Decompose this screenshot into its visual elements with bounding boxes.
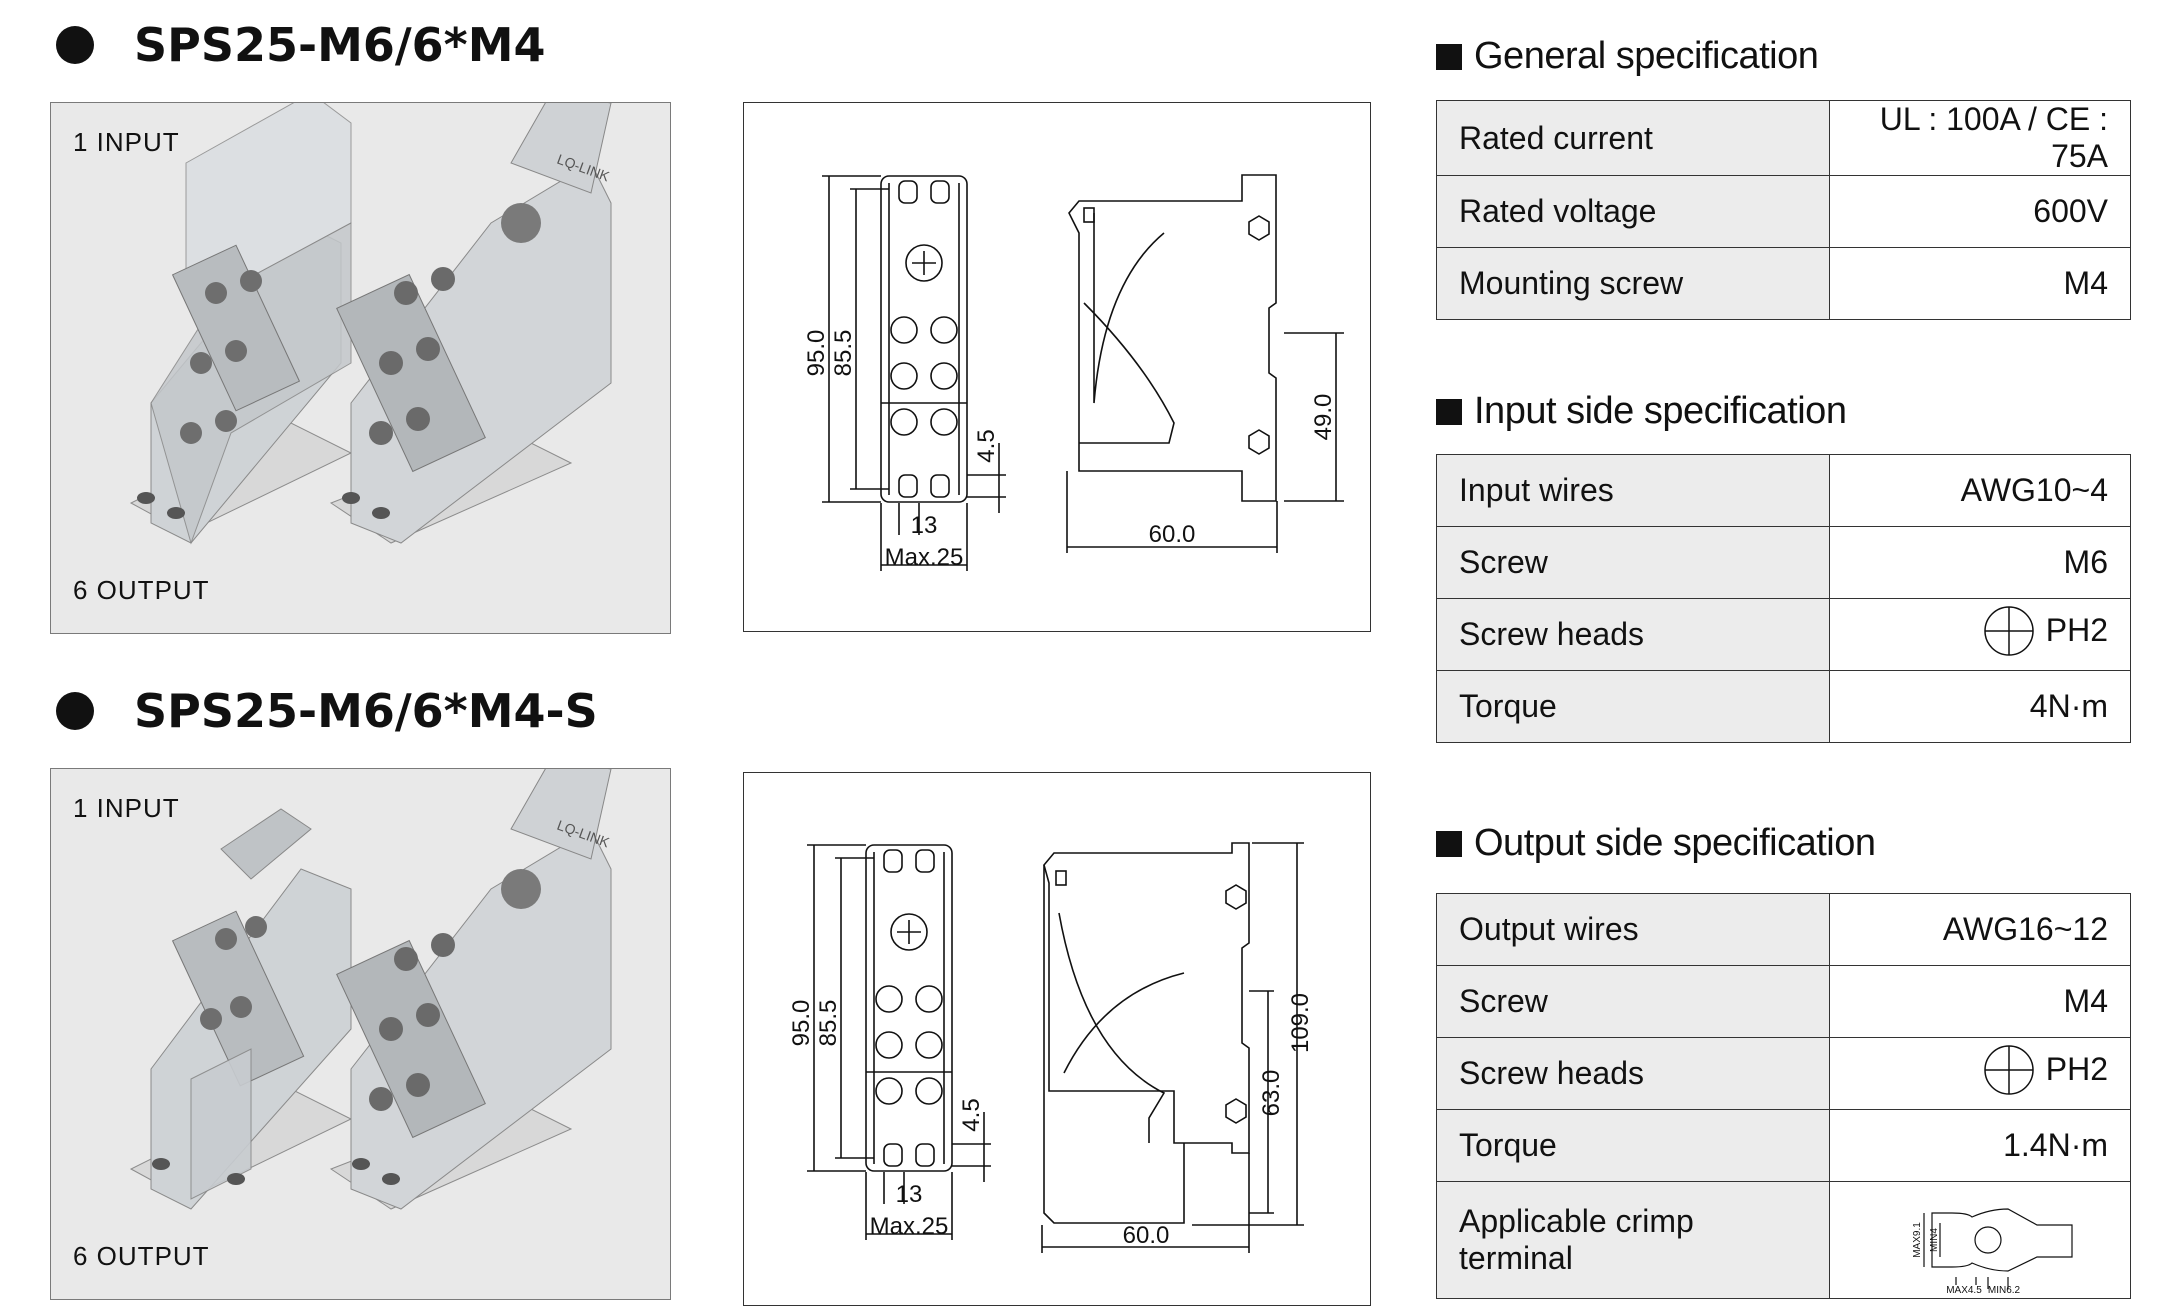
input-label: 1 INPUT <box>73 127 180 157</box>
section-title: Input side specification <box>1474 390 1847 432</box>
spec-value: M4 <box>1829 965 2131 1038</box>
dim-label: 85.5 <box>830 330 857 377</box>
dimension-drawing-2: 95.0 85.5 4.5 13 Max.25 109.0 63.0 60.0 <box>743 772 1371 1306</box>
dim-label: 13 <box>911 512 938 539</box>
terminal-block-photo-illustration: LQ-LINK <box>129 103 612 545</box>
terminal-dim: MAX4.5 <box>1946 1285 1982 1295</box>
spec-label: Screw heads <box>1436 1037 1830 1110</box>
product-title-1: SPS25-M6/6*M4 <box>56 18 546 72</box>
phillips-cross-icon <box>1984 605 2034 656</box>
dim-label: 95.0 <box>788 1000 815 1047</box>
table-row: Torque 4N·m <box>1436 670 2131 743</box>
dim-label: Max.25 <box>870 1213 949 1240</box>
table-row: Screw M6 <box>1436 526 2131 599</box>
spec-value: M4 <box>1829 247 2131 320</box>
output-label: 6 OUTPUT <box>73 575 210 605</box>
spec-value: 1.4N·m <box>1829 1109 2131 1182</box>
dim-label: 85.5 <box>815 1000 842 1047</box>
spec-label: Input wires <box>1436 454 1830 527</box>
output-spec-heading: Output side specification <box>1436 822 1876 865</box>
product-title-text: SPS25-M6/6*M4 <box>134 18 546 72</box>
product-title-2: SPS25-M6/6*M4-S <box>56 684 598 738</box>
dim-label: 63.0 <box>1258 1070 1285 1117</box>
dim-label: 60.0 <box>1123 1222 1170 1249</box>
terminal-dim: MIN6.2 <box>1988 1285 2021 1295</box>
table-row: Screw heads PH2 <box>1436 1037 2131 1110</box>
product-photo-1: LQ-LINK 1 INPUT 6 OUTPUT <box>50 102 671 634</box>
technical-drawing: 95.0 85.5 4.5 13 Max.25 109.0 63.0 60.0 <box>788 842 1314 1253</box>
bullet-icon <box>56 26 94 64</box>
spec-value: 600V <box>1829 175 2131 248</box>
bullet-icon <box>56 692 94 730</box>
dim-label: 49.0 <box>1310 394 1337 441</box>
spec-value-cell: PH2 <box>1829 598 2131 671</box>
spec-value: PH2 <box>2045 1051 2108 1087</box>
spec-value: UL : 100A / CE : 75A <box>1829 100 2131 176</box>
phillips-cross-icon <box>1984 1044 2034 1095</box>
square-bullet-icon <box>1436 398 1462 425</box>
spec-label: Screw <box>1436 965 1830 1038</box>
spec-label: Mounting screw <box>1436 247 1830 320</box>
product-photo-2: LQ-LINK 1 INPUT 6 OUTPUT <box>50 768 671 1300</box>
table-row: Rated voltage 600V <box>1436 175 2131 248</box>
table-row: Torque 1.4N·m <box>1436 1109 2131 1182</box>
table-row: Output wires AWG16~12 <box>1436 893 2131 966</box>
spec-value: M6 <box>1829 526 2131 599</box>
table-row: Rated current UL : 100A / CE : 75A <box>1436 100 2131 176</box>
spec-label: Output wires <box>1436 893 1830 966</box>
square-bullet-icon <box>1436 830 1462 857</box>
spec-label: Applicable crimp terminal <box>1436 1181 1830 1299</box>
spec-label: Rated voltage <box>1436 175 1830 248</box>
terminal-block-photo-illustration: LQ-LINK <box>129 769 612 1210</box>
output-spec-table: Output wires AWG16~12 Screw M4 Screw hea… <box>1436 893 2131 1299</box>
dim-label: 4.5 <box>973 429 1000 462</box>
general-spec-heading: General specification <box>1436 35 1819 78</box>
output-label: 6 OUTPUT <box>73 1241 210 1271</box>
dim-label: 95.0 <box>803 330 830 377</box>
product-title-text: SPS25-M6/6*M4-S <box>134 684 598 738</box>
input-spec-heading: Input side specification <box>1436 390 1847 433</box>
general-spec-table: Rated current UL : 100A / CE : 75A Rated… <box>1436 100 2131 320</box>
spec-value: 4N·m <box>1829 670 2131 743</box>
dim-label: 109.0 <box>1287 993 1314 1053</box>
spec-value: PH2 <box>2045 612 2108 648</box>
spec-value: AWG10~4 <box>1829 454 2131 527</box>
dim-label: Max.25 <box>885 544 964 571</box>
square-bullet-icon <box>1436 43 1462 70</box>
spec-value: AWG16~12 <box>1829 893 2131 966</box>
spec-value-cell: PH2 <box>1829 1037 2131 1110</box>
dim-label: 13 <box>896 1181 923 1208</box>
section-title: Output side specification <box>1474 822 1876 864</box>
dimension-drawing-1: 95.0 85.5 4.5 13 Max.25 49.0 60.0 <box>743 102 1371 632</box>
section-title: General specification <box>1474 35 1819 77</box>
spec-label: Screw heads <box>1436 598 1830 671</box>
table-row: Screw heads PH2 <box>1436 598 2131 671</box>
spec-value-cell: MAX9.1 MIN4 MAX4.5 MIN6.2 <box>1829 1181 2131 1299</box>
input-label: 1 INPUT <box>73 793 180 823</box>
spec-label: Rated current <box>1436 100 1830 176</box>
table-row: Applicable crimp terminal MAX9.1 MIN4 MA… <box>1436 1181 2131 1299</box>
technical-drawing: 95.0 85.5 4.5 13 Max.25 49.0 60.0 <box>803 174 1344 571</box>
spec-label: Torque <box>1436 670 1830 743</box>
dim-label: 4.5 <box>958 1098 985 1131</box>
table-row: Input wires AWG10~4 <box>1436 454 2131 527</box>
spec-label: Screw <box>1436 526 1830 599</box>
crimp-terminal-icon: MAX9.1 MIN4 MAX4.5 MIN6.2 <box>1912 1208 2073 1295</box>
table-row: Screw M4 <box>1436 965 2131 1038</box>
table-row: Mounting screw M4 <box>1436 247 2131 320</box>
terminal-dim: MAX9.1 <box>1912 1222 1923 1258</box>
input-spec-table: Input wires AWG10~4 Screw M6 Screw heads… <box>1436 454 2131 743</box>
spec-label: Torque <box>1436 1109 1830 1182</box>
dim-label: 60.0 <box>1149 521 1196 548</box>
terminal-dim: MIN4 <box>1929 1228 1940 1252</box>
